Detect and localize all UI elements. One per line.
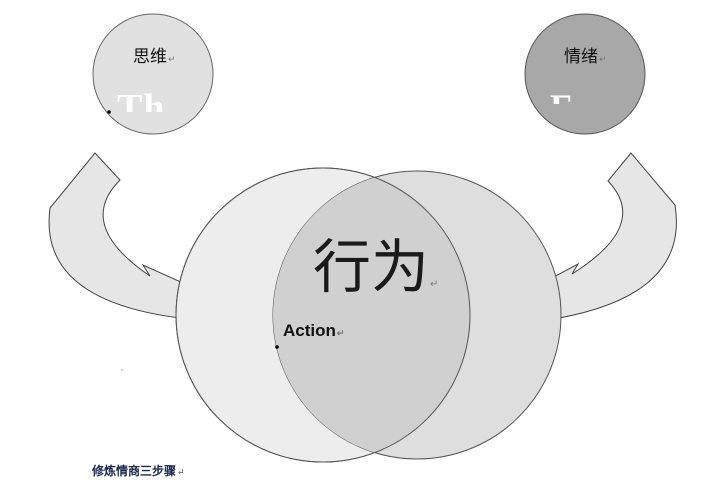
emotion-fragment: F xyxy=(550,88,572,104)
anchor-dot xyxy=(121,369,123,371)
thought-label: 思维↵ xyxy=(133,47,176,67)
return-mark: ↵ xyxy=(599,55,607,65)
emotion-circle xyxy=(524,13,646,135)
left-curved-arrow xyxy=(48,152,193,334)
behavior-label: 行为↵ xyxy=(313,233,439,301)
anchor-dot xyxy=(107,110,111,114)
left-big-circle-outline xyxy=(175,167,471,463)
thought-fragment: Th xyxy=(117,88,166,112)
diagram-caption: 修炼情商三步骤↵ xyxy=(92,464,185,478)
action-label: Action↵ xyxy=(283,321,345,340)
return-mark: ↵ xyxy=(168,55,176,65)
anchor-dot xyxy=(275,345,279,349)
return-mark: ↵ xyxy=(430,279,439,290)
return-mark: ↵ xyxy=(336,328,345,338)
thought-circle xyxy=(92,13,214,135)
overlap-region xyxy=(273,171,470,459)
return-mark: ↵ xyxy=(177,468,185,478)
emotion-label: 情绪↵ xyxy=(564,47,607,67)
